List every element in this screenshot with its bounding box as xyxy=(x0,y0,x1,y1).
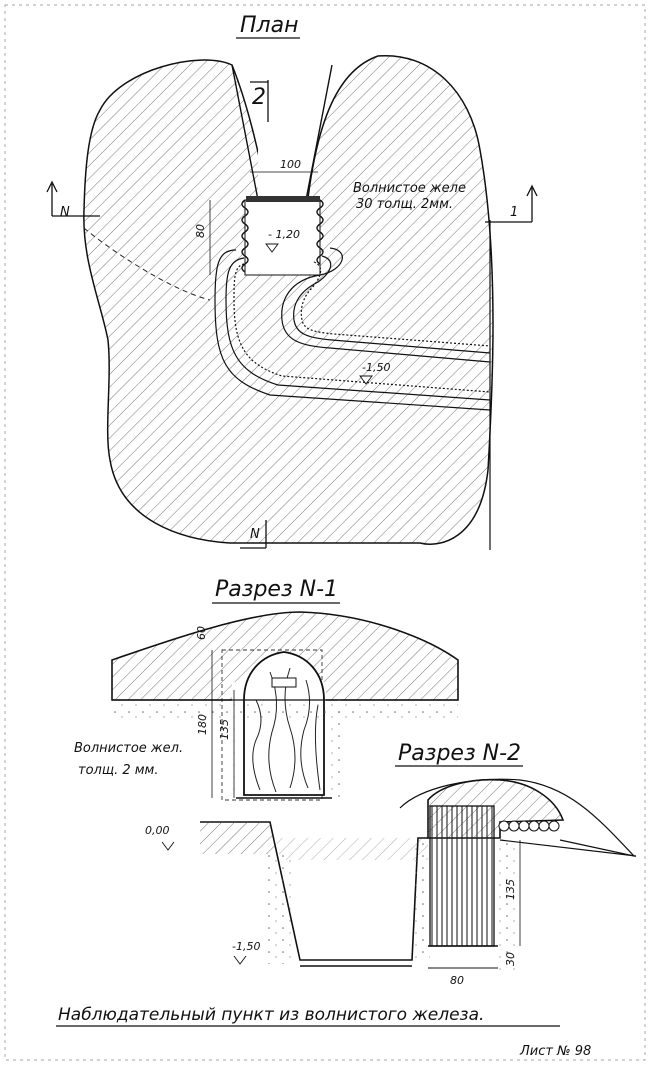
section-1-door-plate xyxy=(271,677,297,688)
plan-section-mark-right-head xyxy=(526,184,538,197)
section-1-dim-door: 135 xyxy=(218,719,231,740)
section-2-log xyxy=(518,820,530,832)
plan-entry-opening xyxy=(258,150,306,200)
section-1-dim-top: 60 xyxy=(195,626,208,640)
section-1-note: Волнистое жел. толщ. 2 мм. xyxy=(74,741,187,778)
plan-elev-room: - 1,20 xyxy=(268,228,300,241)
plan-room xyxy=(244,199,321,276)
plan-trench-outer-2 xyxy=(225,257,491,401)
section-2-log xyxy=(508,820,520,832)
plan-section-mark-2: 2 xyxy=(252,85,266,110)
section-1-ground-texture xyxy=(112,701,458,721)
section-2-wall-left xyxy=(268,854,294,964)
section-1-shaft-wall-right xyxy=(328,700,340,800)
section-2-dim-base: 30 xyxy=(504,952,517,966)
plan-title: План xyxy=(240,13,298,38)
section-2-log-row xyxy=(498,820,560,832)
plan-wavy-wall-right xyxy=(316,199,324,265)
sheet-number: Лист № 98 xyxy=(519,1044,591,1059)
plan-mound-dashed-edge xyxy=(83,227,211,301)
plan-trench-inner-2 xyxy=(293,255,491,354)
plan-elev-room-mark xyxy=(265,243,279,253)
section-2-wall-far xyxy=(494,840,518,970)
plan-elev-trench-mark xyxy=(359,375,373,385)
plan-dim-depth: 80 xyxy=(194,224,207,238)
plan-section-mark-right: 1 xyxy=(510,205,518,220)
section-2-ground-right xyxy=(499,839,637,857)
plan-room-top-beam xyxy=(246,196,320,202)
section-1-note-line1: Волнистое жел. xyxy=(74,741,183,756)
section-2-corrugated-wall xyxy=(429,805,495,947)
section-2-elev-top: 0,00 xyxy=(145,824,170,837)
section-2-log xyxy=(498,820,510,832)
plan-section-mark-bottom: N xyxy=(250,527,260,542)
section-2-wall-right xyxy=(410,840,430,960)
plan-view: План 100 80 - 1,20 -1,50 xyxy=(46,13,538,550)
section-2-dim-height: 135 xyxy=(504,879,517,900)
plan-trench-inner-3 xyxy=(300,261,491,347)
section-1-note-line2: толщ. 2 мм. xyxy=(78,763,159,778)
section-2-log xyxy=(528,820,540,832)
plan-earth-mound xyxy=(83,55,494,545)
section-1-door xyxy=(243,651,325,796)
section-2-log xyxy=(548,820,560,832)
drawing-caption: Наблюдательный пункт из волнистого желез… xyxy=(58,1005,484,1025)
section-1-dim-height: 180 xyxy=(196,714,209,735)
section-2-mound-slope xyxy=(399,778,636,857)
plan-dim-width: 100 xyxy=(280,158,301,171)
section-2-dim-width: 80 xyxy=(450,974,464,987)
section-2-elev-bottom-mark xyxy=(233,955,247,965)
section-2-elev-bottom: -1,50 xyxy=(232,940,260,953)
plan-entry-edge-right xyxy=(305,64,333,201)
plan-note: Волнистое желе 30 толщ. 2мм. xyxy=(353,181,470,212)
section-1-view: Разрез N-1 60 180 135 Волнистое жел. тол… xyxy=(74,577,459,802)
section-2-log xyxy=(538,820,550,832)
plan-trench-inner xyxy=(281,247,491,363)
plan-trench-outer xyxy=(214,249,491,411)
section-2-title: Разрез N-2 xyxy=(398,741,521,766)
plan-entry-edge-left xyxy=(231,64,259,201)
section-2-trench-fill xyxy=(276,838,428,860)
plan-wavy-wall-left xyxy=(241,199,249,273)
section-2-view: Разрез N-2 0,00 -1,50 xyxy=(145,741,637,987)
plan-note-line2: 30 толщ. 2мм. xyxy=(356,197,453,212)
plan-section-mark-left: N xyxy=(60,205,70,220)
plan-section-mark-left-head xyxy=(46,180,58,193)
section-2-ground-hatch xyxy=(200,822,276,854)
section-1-door-grain xyxy=(252,667,321,793)
plan-elev-trench: -1,50 xyxy=(362,361,390,374)
plan-note-line1: Волнистое желе xyxy=(353,181,466,196)
section-2-elev-top-mark xyxy=(161,841,175,851)
section-1-title: Разрез N-1 xyxy=(215,577,338,602)
